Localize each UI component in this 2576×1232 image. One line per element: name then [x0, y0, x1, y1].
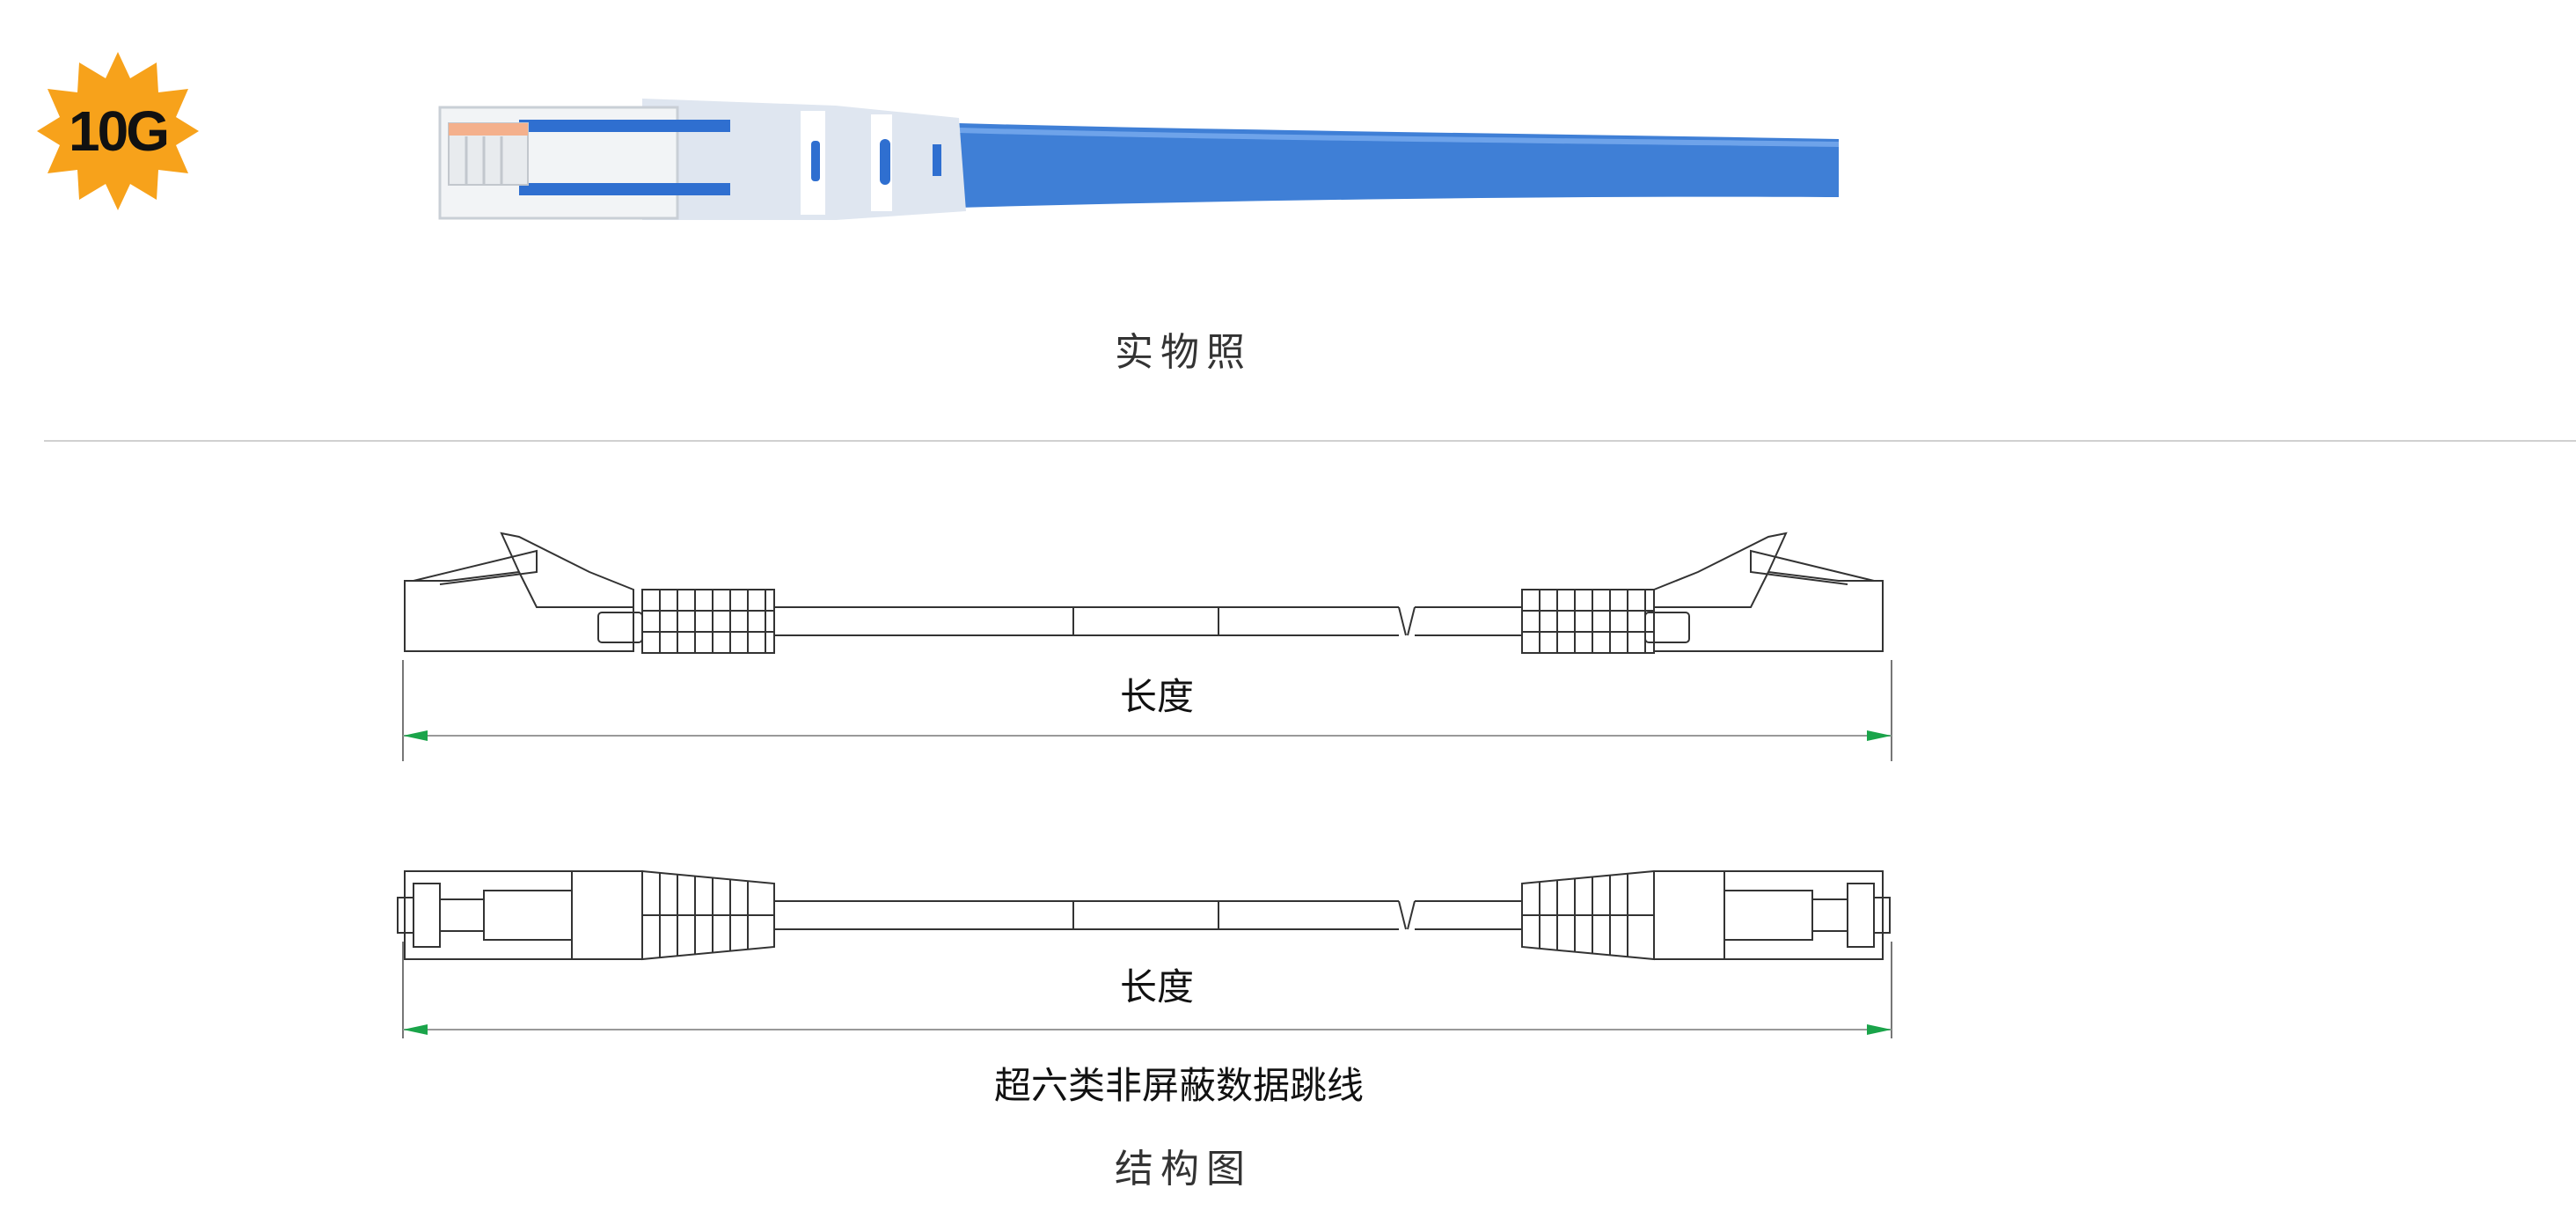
- photo-caption: 实物照: [1115, 330, 1252, 375]
- top-view-drawing: [387, 845, 1900, 977]
- side-view-drawing: [387, 519, 1900, 686]
- length-dimension-top: [396, 651, 1900, 766]
- cable-photo: [413, 88, 1856, 238]
- length-label: 长度: [1119, 675, 1194, 718]
- length-dimension-bottom: [396, 942, 1900, 1038]
- badge-text: 10G: [69, 99, 170, 163]
- length-label: 长度: [1119, 965, 1194, 1008]
- 10g-badge: 10G: [35, 48, 201, 214]
- section-divider: [44, 440, 2576, 442]
- structure-caption: 结构图: [1115, 1147, 1252, 1192]
- starburst-icon: [37, 52, 199, 210]
- diagram-title: 超六类非屏蔽数据跳线: [993, 1064, 1364, 1107]
